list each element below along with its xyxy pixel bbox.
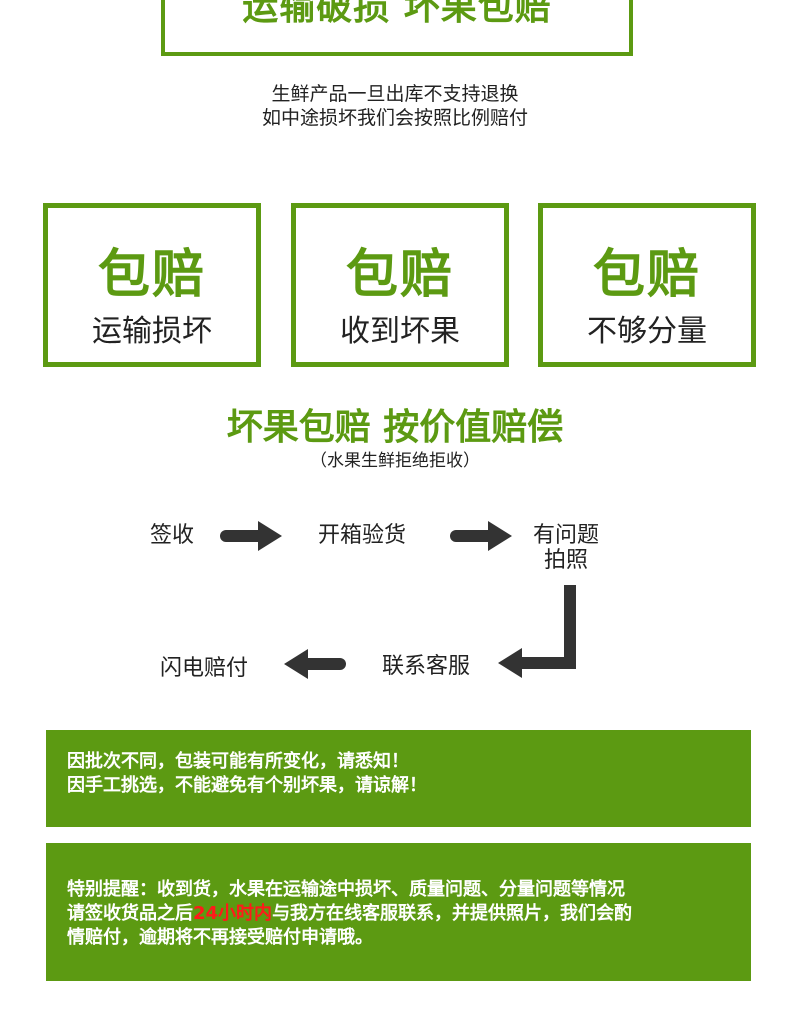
compensation-heading: 坏果包赔 按价值赔偿: [226, 407, 564, 448]
card-title: 包赔: [97, 245, 206, 305]
deadline-highlight: 24小时内: [193, 903, 273, 924]
step-sign: 签收: [150, 523, 195, 548]
arrow-left-icon: [284, 649, 346, 679]
guarantee-card-bad-fruit: 包赔 收到坏果: [291, 203, 509, 367]
banner-line: 特别提醒：收到货，水果在运输途中损坏、质量问题、分量问题等情况: [67, 879, 625, 900]
guarantee-card-short-weight: 包赔 不够分量: [538, 203, 756, 367]
step-inspect: 开箱验货: [318, 523, 407, 548]
step-contact-service: 联系客服: [382, 654, 471, 679]
compensation-subheading: （水果生鲜拒绝拒收）: [310, 451, 480, 471]
card-label: 不够分量: [587, 314, 707, 349]
step-photo: 有问题 拍照: [528, 523, 604, 573]
guarantee-card-transport-damage: 包赔 运输损坏: [43, 203, 261, 367]
step-photo-line-2: 拍照: [543, 548, 588, 573]
banner-line: 请签收货品之后24小时内与我方在线客服联系，并提供照片，我们会酌: [67, 902, 751, 926]
banner-line: 因批次不同，包装可能有所变化，请悉知！: [67, 751, 409, 772]
card-label: 运输损坏: [92, 314, 212, 349]
card-title: 包赔: [345, 245, 454, 305]
banner-line: 因手工挑选，不能避免有个别坏果，请谅解！: [67, 775, 427, 796]
notice-line-2: 如中途损坏我们会按照比例赔付: [261, 107, 528, 129]
banner-line: 情赔付，逾期将不再接受赔付申请哦。: [67, 927, 373, 948]
arrow-corner-icon: [498, 585, 576, 678]
arrow-right-icon: [450, 521, 512, 551]
banner-text: 与我方在线客服联系，并提供照片，我们会酌: [272, 903, 633, 924]
arrow-right-icon: [220, 521, 282, 551]
notice-banner-packaging: 因批次不同，包装可能有所变化，请悉知！ 因手工挑选，不能避免有个别坏果，请谅解！: [46, 730, 751, 827]
step-fast-compensation: 闪电赔付: [160, 656, 249, 681]
card-label: 收到坏果: [340, 314, 460, 349]
banner-text: 请签收货品之后: [67, 903, 193, 924]
top-title-box: 运输破损 坏果包赔: [161, 0, 633, 56]
notice-line-1: 生鲜产品一旦出库不支持退换: [271, 83, 519, 105]
card-title: 包赔: [592, 245, 701, 305]
top-title: 运输破损 坏果包赔: [242, 0, 552, 28]
step-photo-line-1: 有问题: [532, 523, 599, 548]
notice-banner-special-reminder: 特别提醒：收到货，水果在运输途中损坏、质量问题、分量问题等情况 请签收货品之后2…: [46, 843, 751, 981]
